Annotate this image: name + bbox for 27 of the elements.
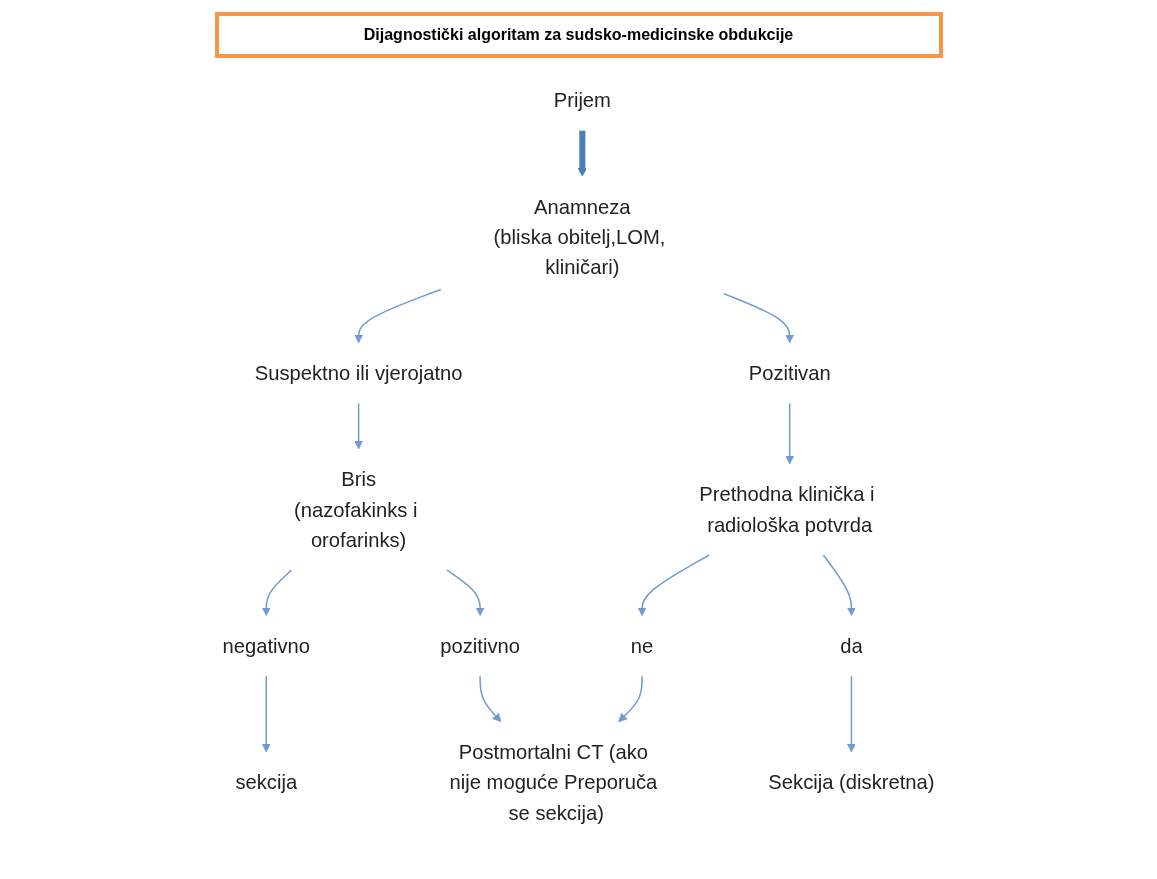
node-text: negativno xyxy=(222,634,311,658)
node-text: Prethodna klinička i radiološka potvrda xyxy=(699,483,875,536)
node-text: Prijem xyxy=(553,89,611,112)
arrow xyxy=(637,554,710,616)
arrow xyxy=(479,675,502,723)
node-text: pozitivno xyxy=(440,634,521,658)
node-text: sekcija xyxy=(235,771,298,794)
node-text: Bris (nazofakinks i orofarinks) xyxy=(294,468,418,551)
arrow xyxy=(577,130,587,177)
arrow xyxy=(618,675,643,723)
node-text: Sekcija (diskretna) xyxy=(768,771,935,794)
node-text: da xyxy=(840,634,863,658)
arrow xyxy=(822,554,856,616)
arrow xyxy=(261,569,293,616)
arrow xyxy=(354,288,442,344)
arrow xyxy=(847,675,856,753)
arrow xyxy=(723,292,795,344)
node-text: Suspektno ili vjerojatno xyxy=(254,362,463,385)
arrow xyxy=(446,569,485,616)
arrow xyxy=(354,402,364,450)
arrow xyxy=(261,675,271,753)
title-box: Dijagnostički algoritam za sudsko-medicinske obdukcije xyxy=(214,12,943,58)
node-text: ne xyxy=(630,634,654,658)
node-text: Postmortalni CT (ako nije moguće Preporuča se sekcija) xyxy=(449,740,658,824)
arrow xyxy=(785,402,795,465)
node-text: Anamneza (bliska obitelj,LOM, kliničari) xyxy=(493,195,666,279)
node-text: Pozitivan xyxy=(748,362,831,385)
